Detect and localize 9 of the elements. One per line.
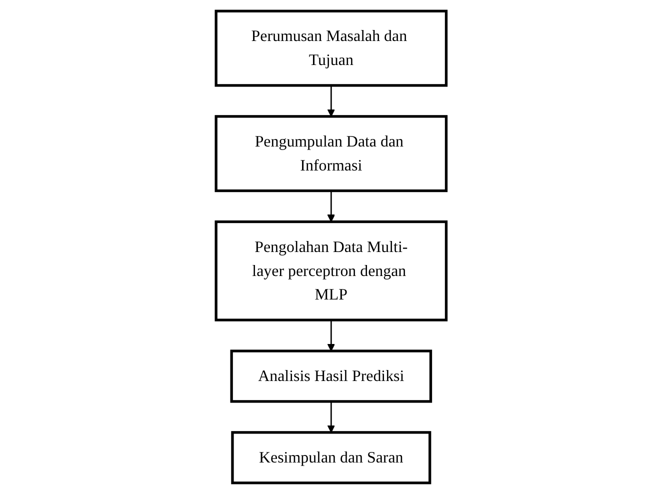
node-box: Perumusan Masalah dan Tujuan <box>215 10 448 87</box>
arrow <box>328 190 336 222</box>
node-box: Kesimpulan dan Saran <box>231 431 432 484</box>
arrow <box>328 401 336 433</box>
arrow <box>328 85 336 117</box>
arrow <box>328 320 336 352</box>
node-box: Analisis Hasil Prediksi <box>230 350 432 403</box>
node-box: Pengumpulan Data dan Informasi <box>215 115 448 192</box>
node-box: Pengolahan Data Multi-layer perceptron dengan MLP <box>215 220 448 322</box>
